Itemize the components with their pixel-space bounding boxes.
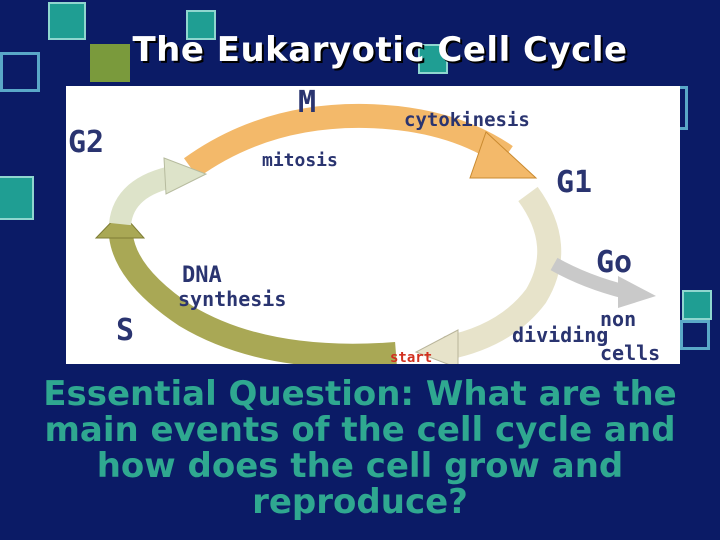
slide-title: The Eukaryotic Cell Cycle bbox=[0, 30, 720, 70]
label-g1: G1 bbox=[556, 165, 592, 200]
label-dividing: dividing bbox=[512, 323, 608, 347]
label-start: start bbox=[390, 350, 432, 364]
label-m: M bbox=[298, 86, 316, 120]
decor-square bbox=[0, 176, 34, 220]
label-cells: cells bbox=[600, 341, 660, 364]
label-cytokinesis: cytokinesis bbox=[404, 109, 530, 131]
essential-question: Essential Question: What are the main ev… bbox=[40, 376, 680, 520]
label-s: S bbox=[116, 313, 134, 348]
g0-arrowhead bbox=[618, 276, 656, 308]
label-g2: G2 bbox=[68, 125, 104, 160]
decor-square bbox=[682, 290, 712, 320]
label-mitosis: mitosis bbox=[262, 150, 338, 171]
label-g0: Go bbox=[596, 245, 632, 280]
label-dna: DNA bbox=[182, 263, 222, 288]
decor-square bbox=[680, 320, 710, 350]
cell-cycle-diagram: M cytokinesis G2 mitosis G1 Go DNA synth… bbox=[66, 86, 680, 364]
label-synthesis: synthesis bbox=[178, 287, 286, 311]
